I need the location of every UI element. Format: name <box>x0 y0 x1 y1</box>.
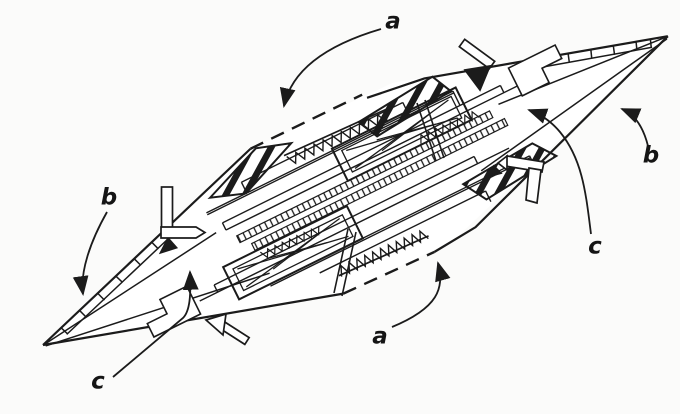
leader-c-bottom <box>112 270 199 378</box>
outline-bottom-left <box>42 292 344 347</box>
tabs <box>160 38 546 346</box>
top-pin <box>458 38 496 92</box>
solid-wedge-right <box>482 164 503 179</box>
ribbed-core-rod <box>235 110 509 252</box>
label-a-bottom: a <box>372 323 388 350</box>
sleeve-layer-lines <box>199 84 536 302</box>
label-b-right: b <box>642 142 660 169</box>
corrugated-band-axis-left <box>259 225 320 259</box>
right-bent-pin <box>496 154 546 205</box>
cut-edge-lines <box>333 99 445 297</box>
solid-wedge-left <box>158 236 179 255</box>
label-c-bottom: c <box>91 368 105 395</box>
spindle-body <box>43 36 668 345</box>
leader-c-right <box>527 108 592 235</box>
hatched-collar-left <box>207 141 294 200</box>
corrugated-band-lower <box>338 229 429 277</box>
label-b-left: b <box>100 184 118 211</box>
leader-a-bottom <box>391 261 451 328</box>
outline-bottom-right <box>433 35 669 253</box>
stepped-end-block-right <box>507 43 563 97</box>
corrugated-band-upper <box>283 106 392 165</box>
leader-b-left <box>72 211 108 296</box>
outline-top-left <box>42 147 252 346</box>
corrugated-band-axis-right <box>420 110 480 144</box>
leader-b-right <box>620 108 649 147</box>
spindle-assembly <box>42 35 669 347</box>
hidden-housing-edge-bottom <box>342 250 435 295</box>
bottom-left-pin <box>204 312 251 346</box>
label-c-right: c <box>588 233 602 260</box>
inner-sleeve-left <box>221 204 365 301</box>
leader-lines <box>72 28 649 378</box>
outline-top-right <box>366 35 669 99</box>
hidden-housing-edge-top <box>249 93 363 150</box>
label-a-top: a <box>385 8 401 35</box>
leader-a-top <box>279 28 382 108</box>
left-bent-pin <box>160 186 207 239</box>
